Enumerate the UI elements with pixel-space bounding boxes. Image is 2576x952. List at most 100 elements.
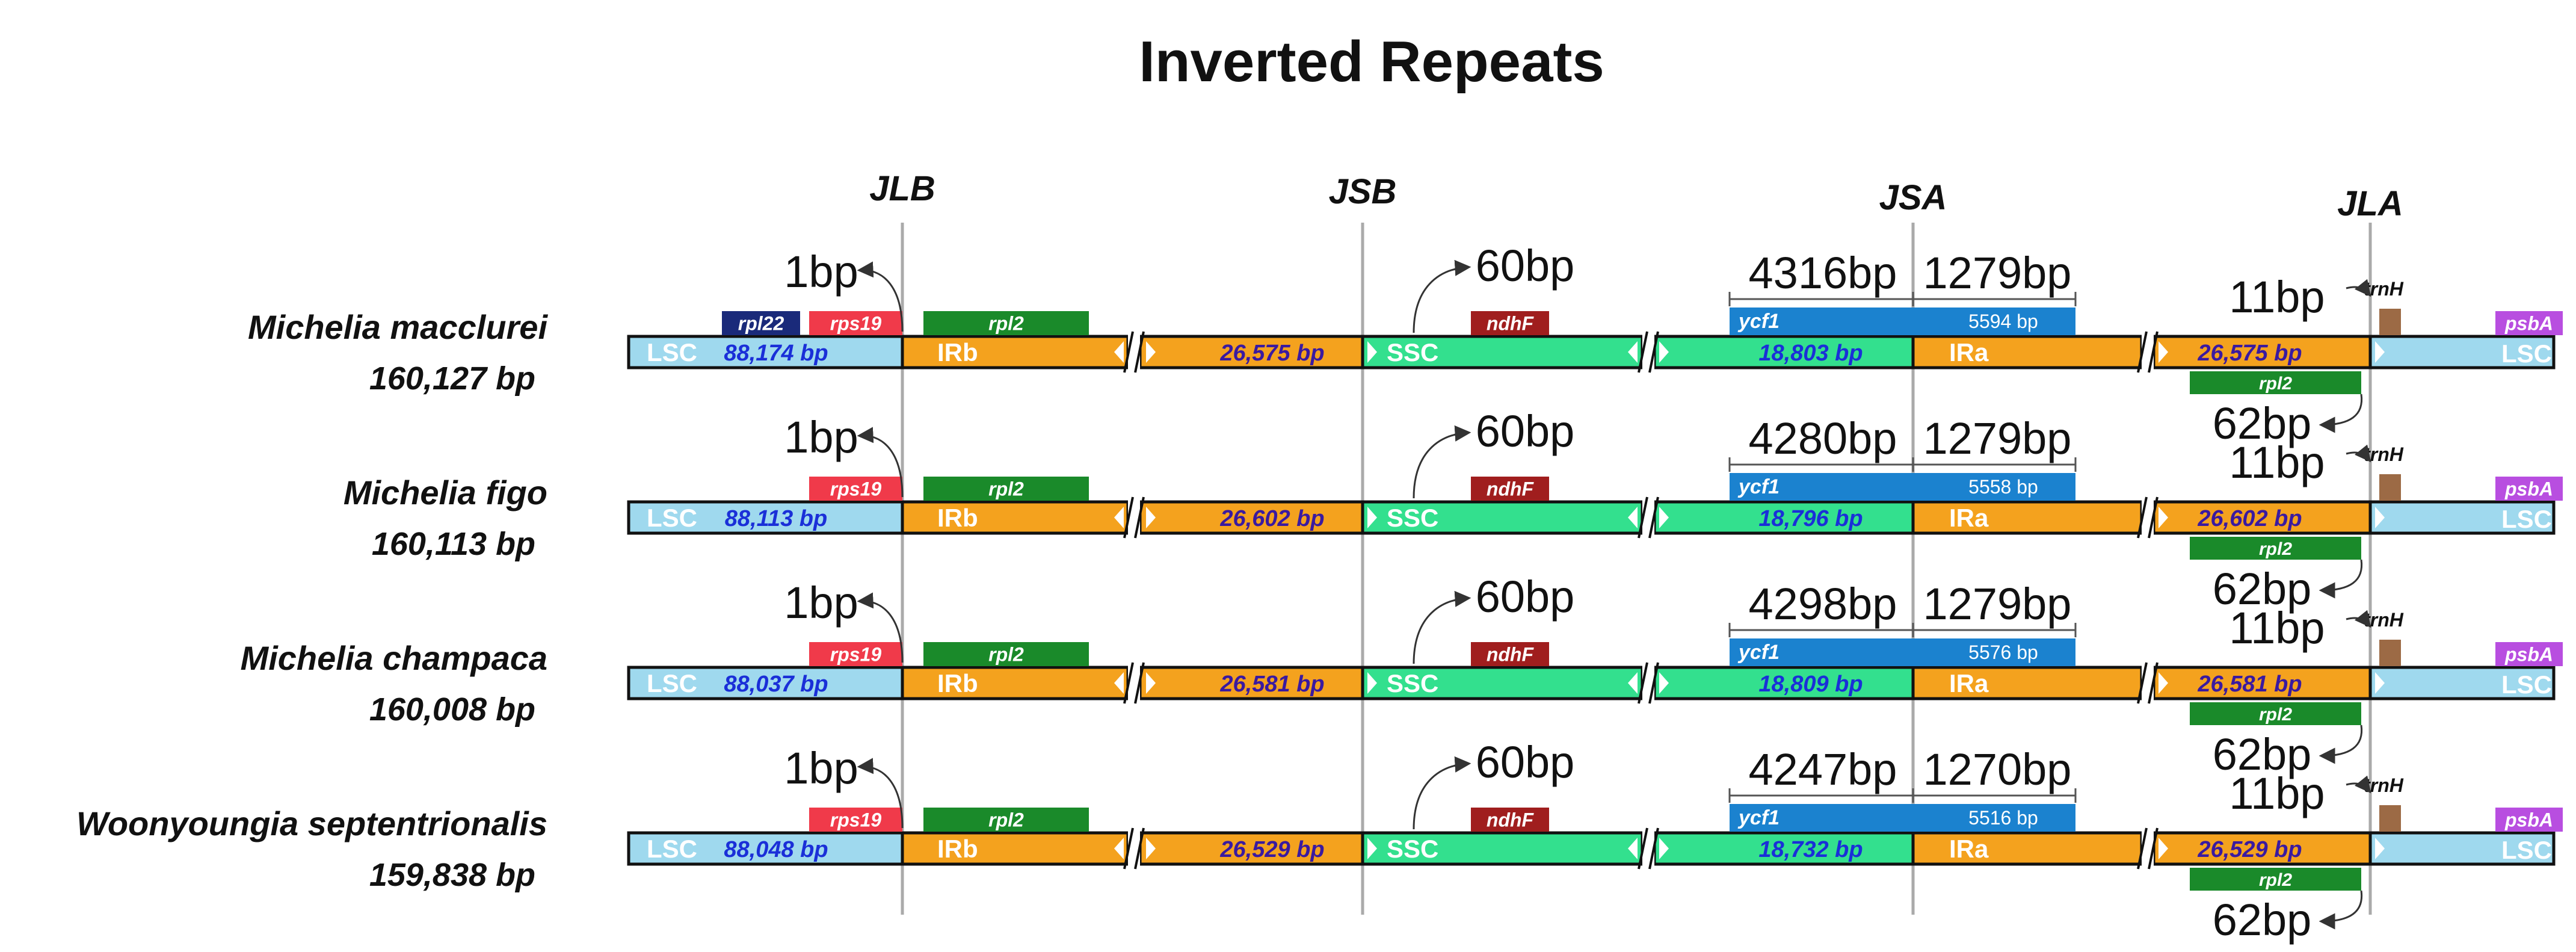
ycf1-right-distance: 1279bp [1923,248,2072,298]
psba-gene-label: psbA [2504,478,2553,500]
lsc-label: LSC [647,504,697,532]
irb-segment [901,666,1130,700]
ira-label: IRa [1949,835,1989,863]
ndhf-gene-label: ndhF [1487,313,1535,335]
track-break-slash [1123,331,1134,373]
ycf1-label: ycf1 [1737,641,1779,664]
strand-chevron [1114,838,1124,859]
rps19-gene-label: rps19 [830,644,882,666]
lsc-right-segment [2368,500,2556,535]
ycf1-length: 5576 bp [1968,641,2038,663]
rpl2-gene-ira [2190,537,2361,560]
species-name: Michelia macclurei [248,308,548,346]
jlb-distance-arrow [857,427,904,498]
ycf1-length: 5558 bp [1968,476,2038,498]
strand-chevron [1114,507,1124,528]
trnh-distance-arrow [2346,610,2371,628]
psba-gene-label: psbA [2504,313,2553,335]
strand-chevron [1628,341,1638,363]
rpl2-gene-label: rpl2 [988,809,1024,831]
ssc-length: 18,809 bp [1758,672,1863,697]
rpl2-distance-arrow [2319,559,2363,599]
strand-chevron [1659,341,1669,363]
irb-length: 26,602 bp [1219,506,1324,531]
ira-label: IRa [1949,338,1989,366]
psba-gene-label: psbA [2504,644,2553,666]
ndhf-gene [1471,311,1549,335]
strand-chevron [1367,341,1377,363]
rpl2-distance: 62bp [2213,398,2312,448]
strand-chevron [1114,672,1124,694]
track-break-slash [1123,827,1134,870]
ira-length: 26,602 bp [2197,506,2302,531]
ycf1-label: ycf1 [1737,310,1779,333]
ycf1-right-distance: 1279bp [1923,579,2072,629]
irb-segment [901,335,1130,369]
ira-segment [1911,335,2143,369]
strand-chevron [2375,672,2385,694]
jlb-distance: 1bp [784,247,858,297]
strand-chevron [1628,672,1638,694]
rps19-gene [809,642,902,666]
strand-chevron [1659,507,1669,528]
irb-label: IRb [937,669,978,697]
irb-label: IRb [937,835,978,863]
strand-chevron [1146,507,1156,528]
ndhf-distance-arrow [1413,590,1471,664]
lsc-length: 88,048 bp [724,837,828,862]
ssc-segment [1361,335,1644,369]
track-break-slash [1638,827,1648,870]
rps19-gene [809,311,902,335]
lsc-label-right: LSC [2501,836,2552,864]
ira-label: IRa [1949,504,1989,532]
trnh-distance: 11bp [2229,437,2325,487]
lsc-length: 88,174 bp [724,341,828,366]
jlb-distance-arrow [857,758,904,829]
trnh-distance-arrow [2346,279,2371,297]
ycf1-left-distance: 4247bp [1749,744,1897,794]
trnh-distance: 11bp [2229,272,2325,322]
trnh-gene [2379,474,2401,501]
lsc-left-segment [627,335,904,369]
trnh-label: trnH [2364,444,2404,465]
psba-gene [2495,311,2563,335]
lsc-label: LSC [647,669,697,697]
strand-chevron [2375,341,2385,363]
strand-chevron [1146,838,1156,859]
rpl22-gene-label: rpl22 [738,313,784,335]
jlb-distance-arrow [857,592,904,663]
ycf1-label: ycf1 [1737,475,1779,498]
rpl2-gene-ira-label: rpl2 [2259,705,2292,725]
ndhf-gene [1471,808,1549,832]
trnh-distance: 11bp [2229,603,2325,653]
trnh-label: trnH [2364,774,2404,796]
rpl2-distance-arrow [2319,890,2363,930]
ycf1-gene [1730,473,2075,501]
psba-gene-label: psbA [2504,809,2553,831]
psba-gene [2495,642,2563,666]
track-break-slash [1648,662,1659,704]
lsc-right-segment [2368,666,2556,700]
rps19-gene [809,477,902,501]
ndhf-distance-arrow [1413,259,1471,333]
strand-chevron [2158,838,2168,859]
strand-chevron [2158,507,2168,528]
lsc-label: LSC [647,338,697,366]
species-total-length: 160,008 bp [369,691,535,728]
track-break-slash [2148,662,2158,704]
ira-segment-right [2152,500,2372,535]
ycf1-gene [1730,308,2075,335]
rpl2-gene-label: rpl2 [988,644,1024,666]
strand-chevron [1628,838,1638,859]
ndhf-gene [1471,477,1549,501]
jlb-distance-arrow [857,261,904,332]
track-break-slash [2137,496,2148,539]
rpl2-gene-label: rpl2 [988,478,1024,500]
strand-chevron [1367,672,1377,694]
irb-length: 26,581 bp [1219,672,1324,697]
rpl2-gene-ira-label: rpl2 [2259,374,2292,394]
